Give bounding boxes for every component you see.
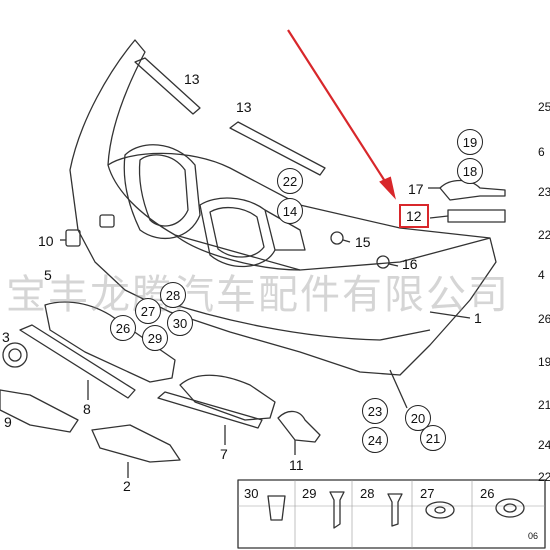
screw-28 bbox=[387, 493, 403, 527]
callout-21: 21 bbox=[420, 425, 446, 451]
callout-24: 24 bbox=[362, 427, 388, 453]
edge-number: 21 bbox=[538, 398, 550, 412]
edge-number: 24 bbox=[538, 438, 550, 452]
hardware-strip-frame bbox=[237, 479, 546, 549]
callout-2: 2 bbox=[123, 478, 131, 494]
callout-22: 22 bbox=[277, 168, 303, 194]
callout-15: 15 bbox=[355, 234, 371, 250]
callout-14: 14 bbox=[277, 198, 303, 224]
hardware-label-26: 26 bbox=[480, 486, 495, 501]
edge-number: 22 bbox=[538, 228, 550, 242]
hardware-label-30: 30 bbox=[244, 486, 259, 501]
grille-3-right bbox=[179, 374, 276, 421]
fog-surround-3 bbox=[2, 342, 28, 368]
grommet-26 bbox=[495, 498, 525, 518]
part-15 bbox=[330, 231, 344, 245]
upper-grille-left bbox=[123, 144, 201, 240]
edge-number: 6 bbox=[538, 145, 545, 159]
edge-number: 25 bbox=[538, 100, 550, 114]
grille-9 bbox=[0, 389, 79, 433]
edge-number: 19 bbox=[538, 355, 550, 369]
callout-13b: 13 bbox=[236, 99, 252, 115]
callout-26: 26 bbox=[110, 315, 136, 341]
trim-strip-13a bbox=[134, 57, 201, 115]
callout-16: 16 bbox=[402, 256, 418, 272]
callout-11: 11 bbox=[289, 457, 304, 473]
trim-strip-7 bbox=[157, 391, 263, 429]
callout-7: 7 bbox=[220, 446, 228, 462]
watermark: 宝丰龙腾汽车配件有限公司 bbox=[6, 272, 510, 318]
callout-28: 28 bbox=[160, 282, 186, 308]
highlight-arrow bbox=[287, 29, 396, 200]
edge-number: 23 bbox=[538, 185, 550, 199]
hardware-label-28: 28 bbox=[360, 486, 375, 501]
trim-strip-8 bbox=[19, 324, 136, 399]
callout-23: 23 bbox=[362, 398, 388, 424]
callout-27: 27 bbox=[135, 298, 161, 324]
callout-10: 10 bbox=[38, 233, 54, 249]
edge-number: 26 bbox=[538, 312, 550, 326]
callout-1: 1 bbox=[474, 310, 482, 326]
washer-27 bbox=[425, 501, 455, 519]
edge-number: 22 bbox=[538, 470, 550, 484]
screw-29 bbox=[329, 491, 345, 529]
callout-8: 8 bbox=[83, 401, 91, 417]
callout-19: 19 bbox=[457, 129, 483, 155]
callout-3: 3 bbox=[2, 329, 10, 345]
callout-9: 9 bbox=[4, 414, 12, 430]
bracket-12 bbox=[447, 209, 506, 223]
callout-18: 18 bbox=[457, 158, 483, 184]
callout-30: 30 bbox=[167, 310, 193, 336]
callout-13a: 13 bbox=[184, 71, 200, 87]
edge-number: 4 bbox=[538, 268, 545, 282]
bracket-11 bbox=[277, 410, 321, 443]
callout-17: 17 bbox=[408, 181, 424, 197]
callout-12-highlighted: 12 bbox=[399, 204, 429, 228]
callout-5: 5 bbox=[44, 267, 52, 283]
callout-29: 29 bbox=[142, 325, 168, 351]
trim-strip-13b bbox=[229, 121, 326, 176]
part-10 bbox=[65, 229, 81, 247]
diagram-code: 06 bbox=[528, 531, 539, 541]
lower-grille-5 bbox=[44, 301, 176, 383]
upper-grille-right bbox=[199, 197, 276, 268]
hardware-label-29: 29 bbox=[302, 486, 317, 501]
part-16 bbox=[376, 255, 390, 269]
clip-30 bbox=[267, 495, 286, 521]
grille-2 bbox=[91, 424, 181, 463]
hardware-label-27: 27 bbox=[420, 486, 435, 501]
